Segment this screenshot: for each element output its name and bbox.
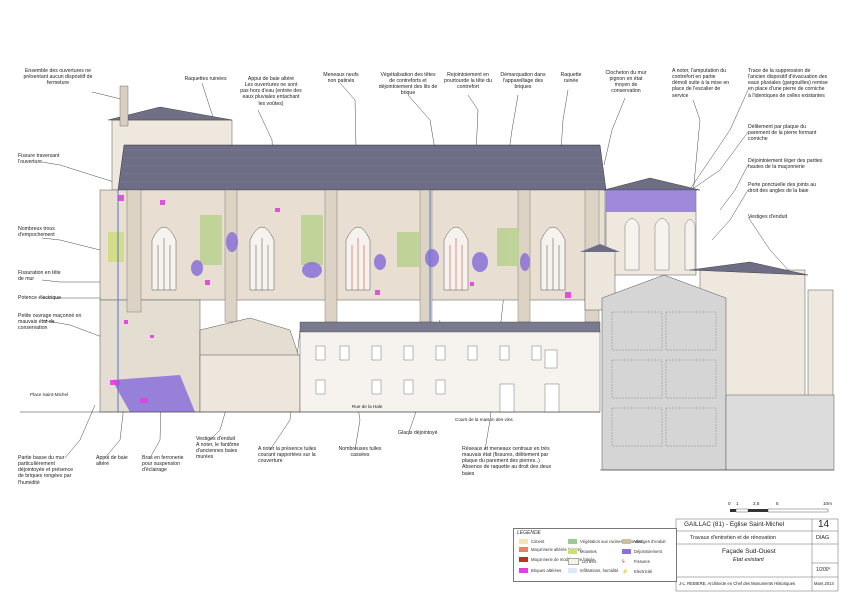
annotation-vegetalisation: Végétalisation des têtes de contreforts … <box>378 72 438 97</box>
annotation-reseaux: Réseaux et meneaux centraux en très mauv… <box>462 446 552 477</box>
legend-swatch <box>568 549 577 554</box>
date: Mars 2014 <box>814 581 834 586</box>
annotation-clocheton: Clocheton du mur pignon en état moyen de… <box>605 70 647 95</box>
annotation-partie-basse: Partie basse du mur particulièrement déj… <box>18 455 74 486</box>
project-title: GAILLAC (81) - Eglise Saint-Michel <box>684 521 785 528</box>
sheet-number: 14 <box>818 519 830 530</box>
scale-label-4: 10m <box>823 501 832 506</box>
annotation-tuiles-rapportees: A noter la présence tuiles courant rappo… <box>258 446 317 465</box>
fissure-icon: ϟ <box>622 559 625 565</box>
annotation-delitement: Délitement par plaque du parement de la … <box>748 124 817 143</box>
legend-title: LÉGENDE <box>517 530 541 536</box>
legend-swatch <box>622 539 631 544</box>
legend-item: Ciment <box>519 539 544 544</box>
legend-box <box>513 528 677 582</box>
annotation-perte-joints: Perte ponctuelle des joints au droit des… <box>748 182 817 195</box>
legend-swatch <box>519 557 528 562</box>
view-state: Etat existant <box>733 557 764 563</box>
annotation-potence: Potence électrique <box>18 295 61 301</box>
annotation-fissuration: Fissuration en tête de mur <box>18 270 61 283</box>
label-place-saint-michel: Place Saint-Michel <box>30 392 69 397</box>
annotation-ferronerie: Bras en ferronerie pour suspension d'écl… <box>142 455 184 474</box>
legend-item: Infiltrations, humidité <box>568 568 618 573</box>
legend-item: Végétation aux racines profondes <box>568 539 642 544</box>
annotation-dejointoiement-leger: Déjointoiement léger des parties hautes … <box>748 158 823 171</box>
scale-label-3: 5 <box>776 501 779 506</box>
legend-item: Lichens <box>568 558 596 565</box>
legend-item: Vestiges d'enduit <box>622 539 666 544</box>
author: J-L. REBIERE, Architecte en Chef des Mon… <box>679 581 796 586</box>
legend-item: Maçonnerie altérée (pierre) <box>519 547 582 552</box>
annotation-vestiges-enduit-left: Vestiges d'enduit A noter, le fantôme d'… <box>196 436 240 461</box>
legend-swatch <box>519 568 528 573</box>
houses <box>199 317 601 413</box>
church-facade <box>99 85 607 413</box>
annotation-petit-ouvrage: Petite ouvrage maçonné en mauvais état d… <box>18 313 82 332</box>
legend-item: Briques altérées <box>519 568 561 573</box>
annotation-meneaux: Meneaux neufs non patinés <box>323 72 359 85</box>
legend-swatch <box>519 539 528 544</box>
annotation-raquettes: Raquettes ruinées <box>184 76 227 82</box>
annotation-gargouilles: Trace de la suppression de l'ancien disp… <box>748 68 828 99</box>
scale-bar <box>730 508 829 513</box>
legend-item: Maçonnerie de modénature brisée <box>519 557 595 562</box>
annotation-fissure: Fissure traversant l'ouverture <box>18 153 60 166</box>
titleblock-frame <box>675 518 839 592</box>
annotation-openings: Ensemble des ouvertures ne présentant au… <box>23 68 93 87</box>
view-title: Façade Sud-Ouest <box>722 548 776 555</box>
annotation-contrefort: A noter, l'amputation du contrefort en p… <box>672 68 730 99</box>
legend-swatch <box>568 568 577 573</box>
annotation-tuiles-cassees: Nombreuses tuiles cassées <box>338 446 382 459</box>
annotation-trous: Nombreux trous d'empochement <box>18 226 55 239</box>
scale-label-2: 2,5 <box>753 501 760 506</box>
phase-label: DIAG <box>816 535 830 541</box>
annotation-rejointoiement: Rejointoiement en pourtourde la tête du … <box>444 72 492 91</box>
annotation-vestiges-enduit-right: Vestiges d'enduit <box>748 214 788 220</box>
annotation-appui-altere: Appui de baie altéré Les ouvertures ne s… <box>240 76 302 107</box>
drawing-scale: 1/200° <box>816 567 831 573</box>
annotation-demarquation: Démarquation dans l'appareillage des bri… <box>500 72 546 91</box>
legend-swatch <box>568 558 579 565</box>
legend-item: Mousses <box>568 549 597 554</box>
electricity-icon: ⚡ <box>622 569 629 575</box>
scale-label-1: 1 <box>736 501 739 506</box>
annotation-glacis: Glacis déjointoyé <box>398 430 438 436</box>
label-rue-hale: Rue de la Hale <box>352 404 383 409</box>
legend-swatch <box>622 549 631 554</box>
annotation-appui-baie: Appui de baie altéré <box>96 455 128 468</box>
project-subtitle: Travaux d'entretien et de rénovation <box>690 535 776 541</box>
legend-item: Déjointoiement <box>622 549 662 554</box>
legend-item: ⚡Electricité <box>622 569 653 575</box>
legend-swatch <box>519 547 528 552</box>
legend-swatch <box>568 539 577 544</box>
annotation-raquette-ruinee: Raquette ruinée <box>560 72 582 85</box>
gray-block <box>601 274 835 471</box>
label-cours-maison-vins: Cours de la maison des vins <box>455 417 513 422</box>
scale-label-0: 0 <box>728 501 731 506</box>
